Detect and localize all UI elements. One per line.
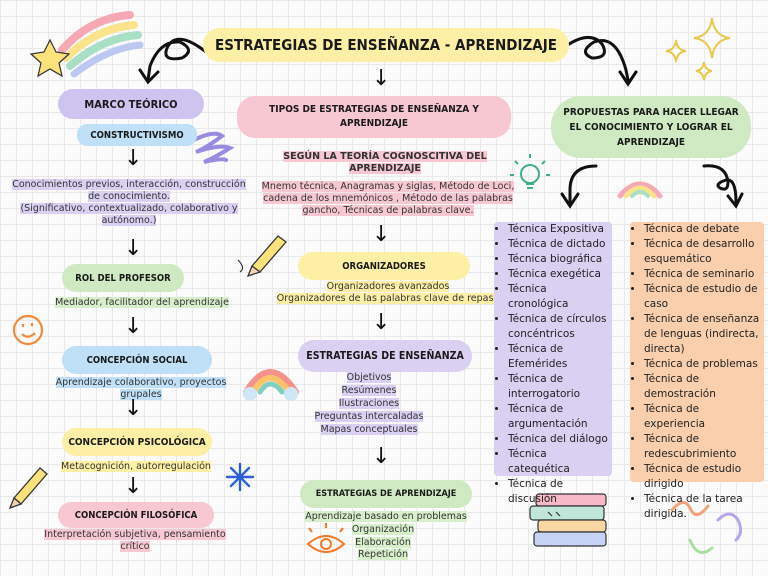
rainbow-cloud-icon — [243, 369, 299, 401]
tecnica-item: Técnica de desarrollo esquemático — [644, 237, 760, 267]
marco-teorico-header: MARCO TEÓRICO — [58, 89, 204, 119]
constructivismo-description: Conocimientos previos, interacción, cons… — [12, 179, 246, 226]
pencil-icon — [237, 235, 287, 278]
rol-profesor-description: Mediador, facilitador del aprendizaje — [55, 297, 229, 308]
arrow-down-icon: ↓ — [124, 236, 143, 261]
tecnica-item: Técnica de demostración — [644, 372, 760, 402]
estrategias-aprendizaje-title: ESTRATEGIAS DE APRENDIZAJE — [300, 480, 472, 508]
constructivismo-label: CONSTRUCTIVISMO — [77, 124, 197, 146]
tecnica-item: Técnica catequética — [508, 447, 608, 477]
eye-icon — [306, 523, 346, 553]
estrategias-aprendizaje-list: Organización Elaboración Repetición — [351, 524, 415, 560]
estrategias-aprendizaje-item-0: Aprendizaje basado en problemas — [305, 511, 467, 522]
squiggle-icon — [716, 512, 743, 542]
tecnica-item: Técnica biográfica — [508, 252, 608, 267]
curved-arrow-down-right-icon — [702, 164, 744, 209]
rainbow-shooting-star-icon — [29, 11, 144, 78]
tecnica-item: Técnica de problemas — [644, 357, 760, 372]
tecnica-item: Técnica de discusión — [508, 477, 608, 507]
tecnica-item: Técnica de Efemérides — [508, 342, 608, 372]
books-icon — [529, 493, 607, 547]
tecnica-item: Técnica exegética — [508, 267, 608, 282]
tecnica-item: Técnica de debate — [644, 222, 760, 237]
tecnica-item: Técnica del diálogo — [508, 432, 608, 447]
tipos-estrategias-header: TIPOS DE ESTRATEGIAS DE ENSEÑANZA Y APRE… — [237, 96, 511, 138]
arrow-down-icon: ↓ — [124, 146, 143, 171]
arrow-down-icon: ↓ — [372, 222, 391, 247]
squiggle-icon — [688, 538, 714, 554]
tecnica-item: Técnica de redescubrimiento — [644, 432, 760, 462]
concepcion-filosofica-description: Interpretación subjetiva, pensamiento cr… — [44, 529, 226, 552]
tecnicas-list-left: Técnica ExpositivaTécnica de dictadoTécn… — [494, 222, 612, 505]
pencil-icon — [8, 467, 48, 510]
tecnicas-list: Técnica ExpositivaTécnica de dictadoTécn… — [498, 222, 608, 507]
concepcion-psicologica-title: CONCEPCIÓN PSICOLÓGICA — [62, 428, 212, 456]
estrategias-ensenanza-title: ESTRATEGIAS DE ENSEÑANZA — [298, 340, 472, 372]
teoria-cognoscitiva-subtitle: SEGÚN LA TEORÍA COGNOSCITIVA DEL APRENDI… — [283, 151, 487, 174]
propuestas-header: PROPUESTAS PARA HACER LLEGAR EL CONOCIMI… — [551, 96, 751, 158]
concepcion-filosofica-title: CONCEPCIÓN FILOSÓFICA — [58, 502, 214, 528]
concepcion-social-description: Aprendizaje colaborativo, proyectos grup… — [55, 377, 227, 400]
lightbulb-icon — [510, 154, 550, 189]
tecnica-item: Técnica de estudio dirigido — [644, 462, 760, 492]
smiley-icon — [12, 314, 44, 346]
tecnica-item: Técnica de la tarea dirigida. — [644, 492, 760, 522]
star-burst-icon — [225, 462, 255, 492]
arrow-down-icon: ↓ — [124, 474, 143, 499]
curved-arrow-left-icon — [138, 37, 208, 85]
tecnica-item: Técnica de argumentación — [508, 402, 608, 432]
curved-arrow-down-left-icon — [560, 164, 598, 209]
rainbow-icon — [617, 181, 663, 199]
page-title: ESTRATEGIAS DE ENSEÑANZA - APRENDIZAJE — [203, 28, 569, 62]
tecnica-item: Técnica de seminario — [644, 267, 760, 282]
teoria-cognoscitiva-description: Mnemo técnica, Anagramas y siglas, Métod… — [261, 181, 515, 216]
tecnica-item: Técnica de interrogatorio — [508, 372, 608, 402]
tecnica-item: Técnica de estudio de caso — [644, 282, 760, 312]
tecnica-item: Técnica cronológica — [508, 282, 608, 312]
organizadores-title: ORGANIZADORES — [298, 252, 470, 280]
concepcion-psicologica-description: Metacognición, autorregulación — [61, 461, 211, 472]
curved-arrow-right-icon — [564, 36, 638, 87]
rol-profesor-title: ROL DEL PROFESOR — [62, 264, 184, 292]
tecnica-item: Técnica Expositiva — [508, 222, 608, 237]
concepcion-social-title: CONCEPCIÓN SOCIAL — [62, 346, 212, 374]
tecnica-item: Técnica de experiencia — [644, 402, 760, 432]
organizadores-description: Organizadores avanzados Organizadores de… — [276, 281, 500, 304]
tecnicas-list: Técnica de debateTécnica de desarrollo e… — [634, 222, 760, 522]
arrow-down-icon: ↓ — [372, 66, 391, 91]
tecnica-item: Técnica de enseñanza de lenguas (indirec… — [644, 312, 760, 357]
arrow-down-icon: ↓ — [124, 314, 143, 339]
arrow-down-icon: ↓ — [372, 310, 391, 335]
arrow-down-icon: ↓ — [372, 444, 391, 469]
tecnicas-list-right: Técnica de debateTécnica de desarrollo e… — [630, 222, 764, 520]
sparkle-icon — [665, 17, 731, 81]
tecnica-item: Técnica de dictado — [508, 237, 608, 252]
estrategias-ensenanza-list: Objetivos Resúmenes Ilustraciones Pregun… — [314, 372, 424, 435]
arrow-down-icon: ↓ — [124, 396, 143, 421]
tecnica-item: Técnica de círculos concéntricos — [508, 312, 608, 342]
squiggle-icon — [670, 501, 710, 516]
scribble-icon — [192, 131, 235, 164]
